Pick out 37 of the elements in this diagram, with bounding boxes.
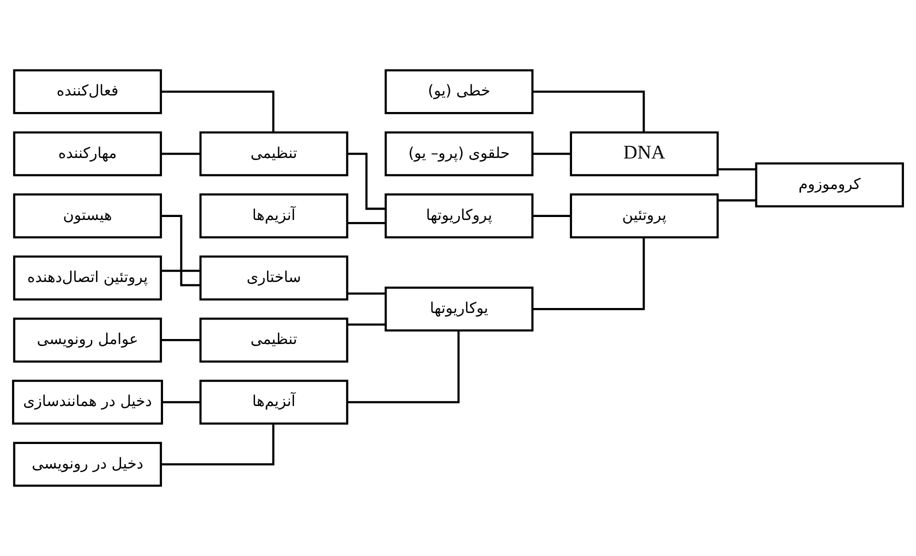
node-box: ساختاری [199,256,348,300]
node-box: پروتئین اتصال‌دهنده [13,256,162,300]
node-box: فعال‌کننده [13,69,162,114]
connector [160,152,200,155]
connector [160,424,274,466]
connector [532,152,571,155]
connector [162,401,200,404]
connector [160,214,200,286]
connector [347,330,460,404]
node-box: هیستون [13,193,162,238]
node-box: دخیل در رونویسی [13,442,162,487]
connector [532,238,645,310]
node-box: پروکاریوتها [384,193,534,238]
node-box: تنظیمی [199,131,348,176]
connector [347,324,386,326]
node-box: حلقوی (پرو– یو) [384,131,534,176]
node-box: دخیل در همانندسازی [12,380,164,425]
node-box: عوامل رونویسی [13,318,162,363]
node-box: آنزیم‌ها [199,380,348,425]
connector [718,168,756,170]
node-box: آنزیم‌ها [199,193,348,238]
connector [160,90,274,132]
connector [347,152,386,210]
connector [532,90,645,132]
node-box: خطی (یو) [384,69,534,114]
connector [160,339,200,342]
node-box: پروتئین [570,193,719,238]
connector [160,270,200,272]
node-box: مهارکننده [13,131,162,176]
node-box: DNA [570,131,719,176]
connector [532,214,571,217]
node-box: یوکاریوتها [384,286,534,332]
node-box: تنظیمی [199,318,348,363]
node-box: کروموزوم [755,162,904,208]
connector [347,292,386,295]
connector [347,222,386,224]
connector [718,199,756,202]
